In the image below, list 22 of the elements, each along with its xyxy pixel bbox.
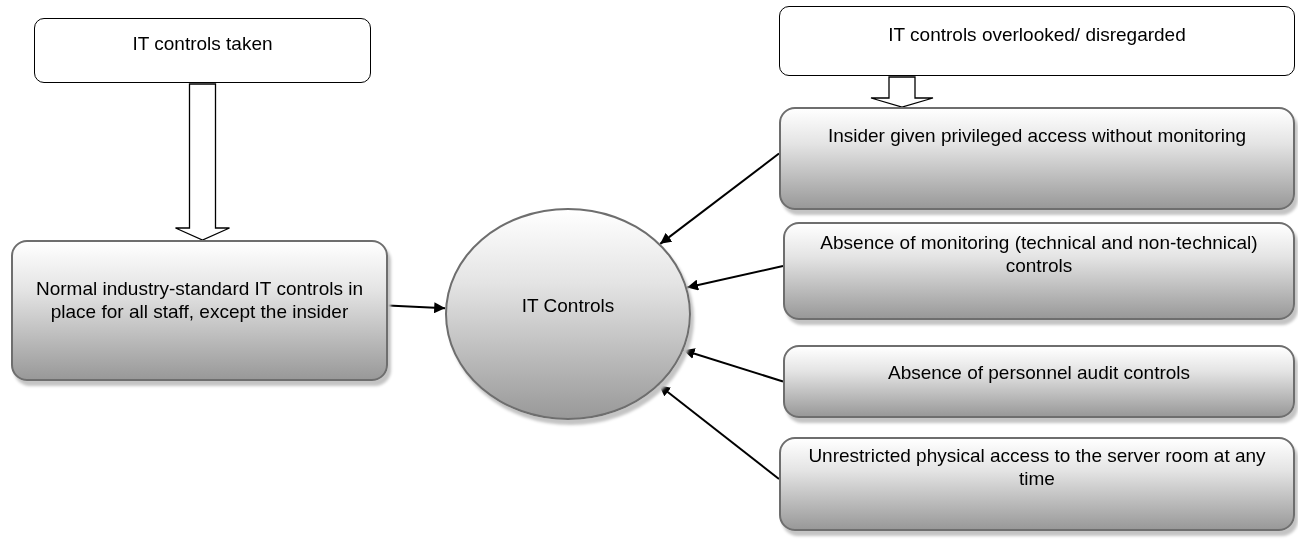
arrow (387, 302, 447, 314)
header-box (779, 6, 1295, 76)
arrow (658, 384, 780, 480)
node-label: Insider given privileged access without monitoring (826, 125, 1248, 148)
arrow (686, 265, 784, 291)
arrow (682, 348, 784, 383)
process-box (11, 240, 388, 381)
arrow (659, 152, 780, 245)
block-arrow (174, 83, 231, 241)
node-label: Unrestricted physical access to the server room at any time (807, 445, 1267, 491)
process-box (779, 437, 1295, 531)
header-box (34, 18, 371, 83)
process-box (783, 345, 1295, 418)
process-box (783, 222, 1295, 320)
block-arrow (870, 76, 934, 108)
node-label: IT Controls (520, 294, 616, 318)
node-label: IT controls taken (131, 33, 274, 56)
node-label: Absence of personnel audit controls (886, 362, 1192, 385)
node-label: Absence of monitoring (technical and non-technical) controls (819, 232, 1259, 278)
node-label: Normal industry-standard IT controls in place for all staff, except the insider (35, 277, 364, 324)
node-label: IT controls overlooked/ disregarded (887, 23, 1187, 47)
process-box (779, 107, 1295, 210)
